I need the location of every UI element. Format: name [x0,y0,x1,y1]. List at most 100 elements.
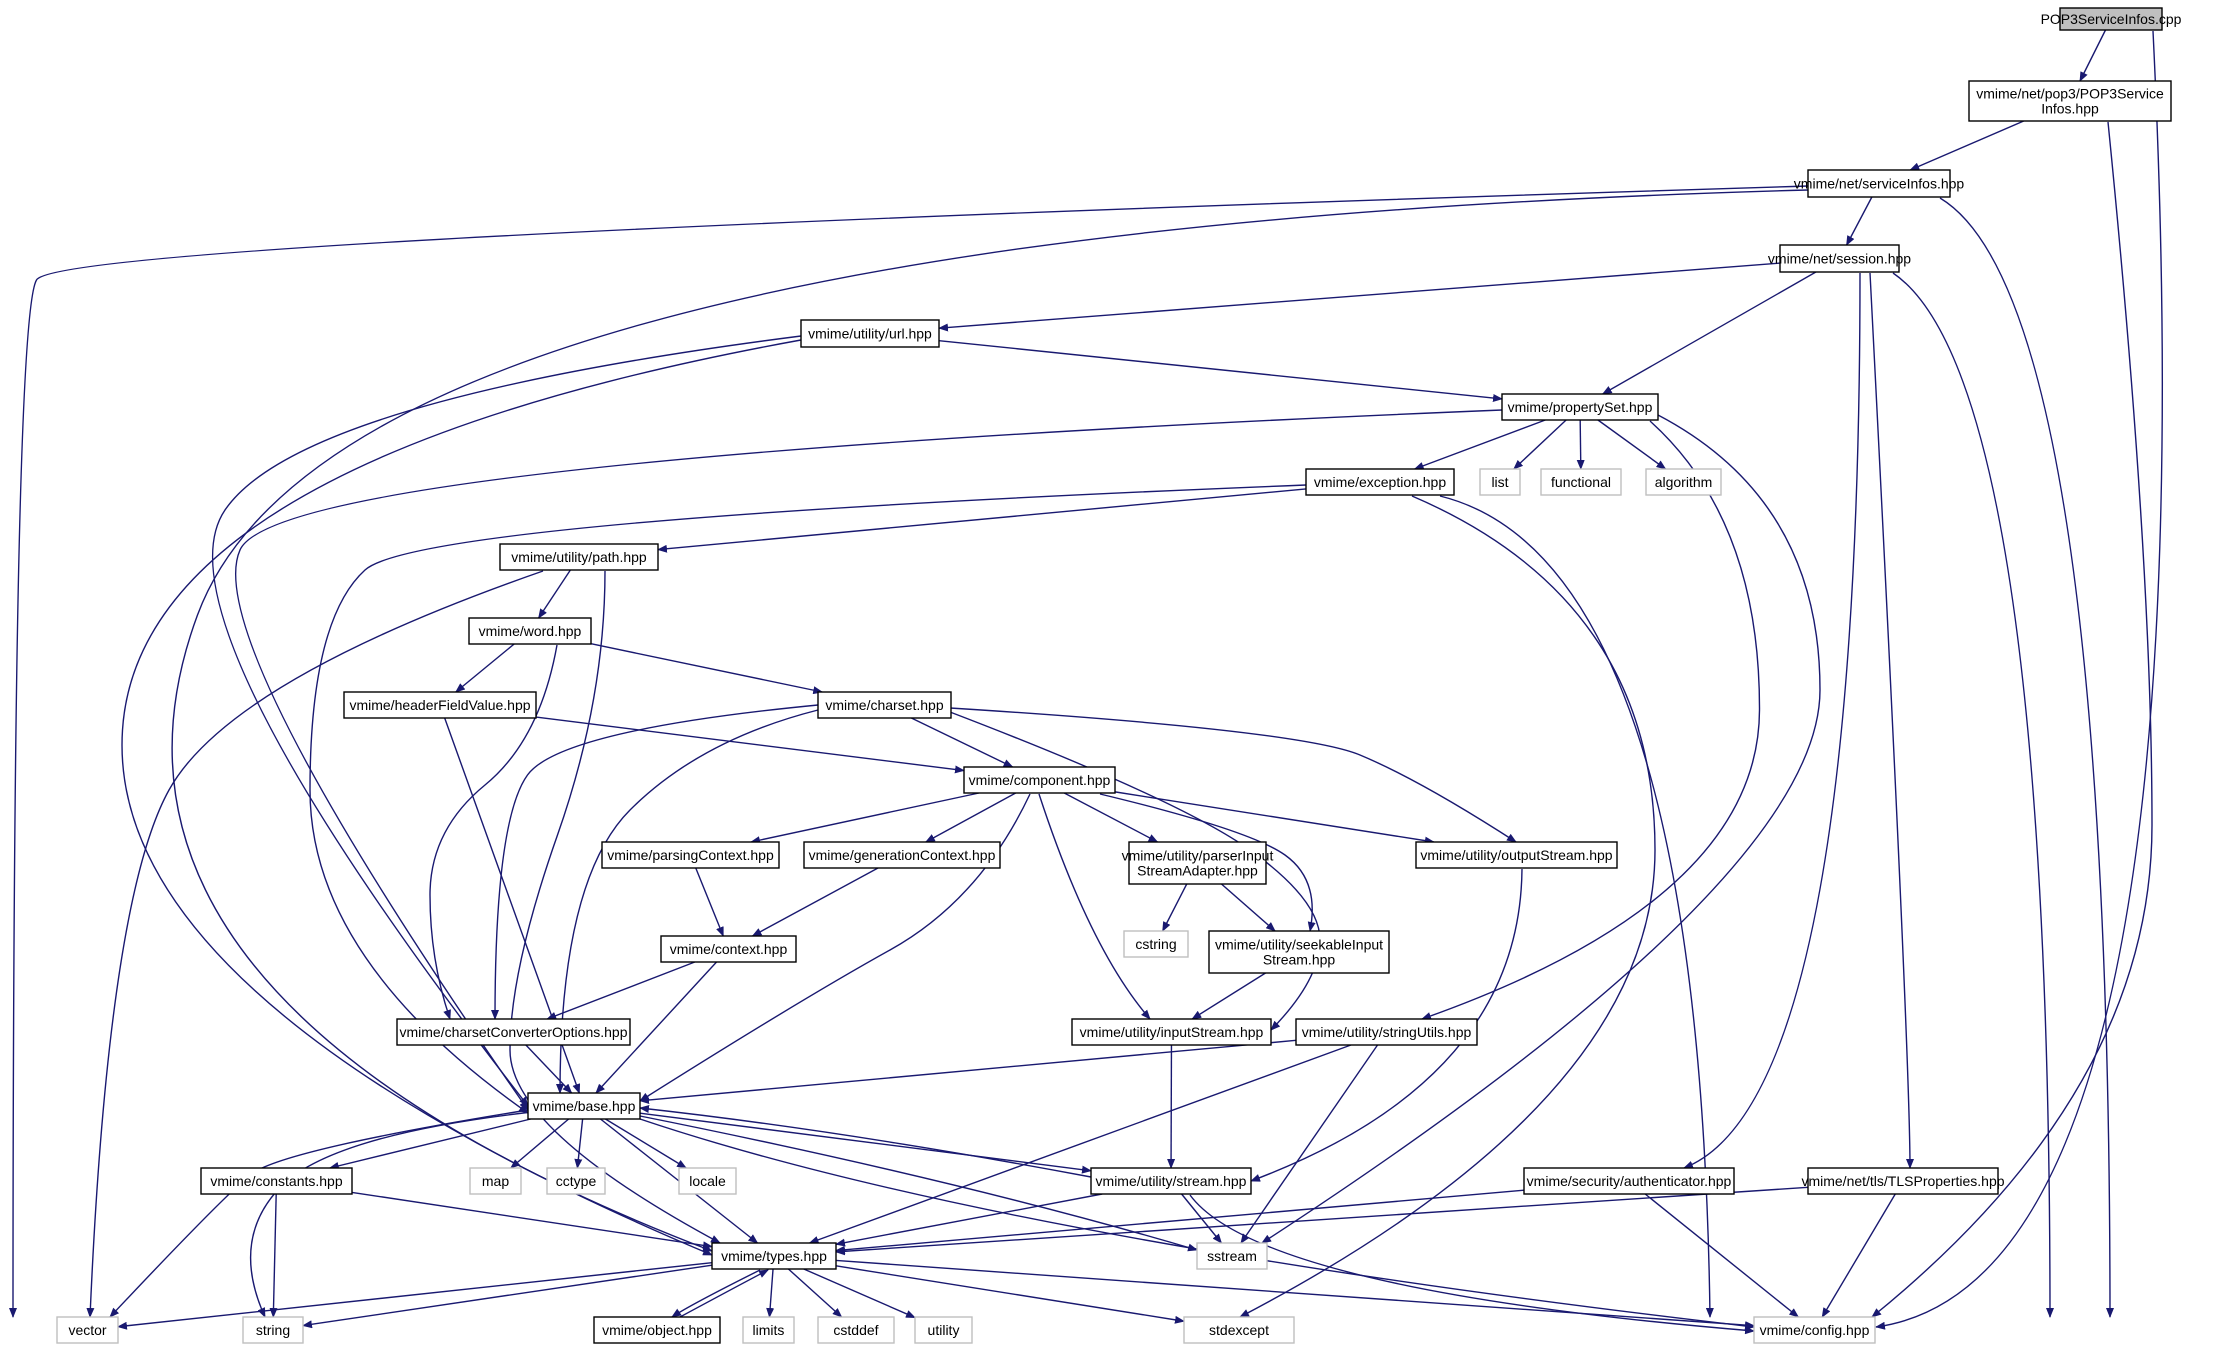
edge-component-to-outputStream [1114,791,1435,845]
node-box-seekable [1208,930,1390,974]
node-pop3si[interactable]: vmime/net/pop3/POP3ServiceInfos.hpp [1968,80,2172,122]
node-label-string: string [256,1322,290,1338]
edge-pop3si-to-serviceInfos [1909,120,2024,171]
node-label-constants: vmime/constants.hpp [210,1173,342,1189]
node-box-generationContext [803,841,1001,869]
node-parserInput[interactable]: vmime/utility/parserInputStreamAdapter.h… [1122,841,1274,885]
edge-seekable-to-inputStream [1191,972,1266,1020]
node-stream[interactable]: vmime/utility/stream.hpp [1090,1167,1252,1195]
node-serviceInfos[interactable]: vmime/net/serviceInfos.hpp [1794,169,1965,198]
edge-session-to-url [938,262,1781,332]
node-box-base [527,1092,641,1120]
node-label-locale: locale [689,1173,726,1189]
node-list: list [1479,468,1521,496]
node-box-sstream [1196,1242,1268,1270]
edge-url-to-base [212,335,802,1107]
node-propertySet[interactable]: vmime/propertySet.hpp [1501,393,1659,421]
node-label-utility: utility [928,1322,960,1338]
edge-charset-to-base [556,709,819,1094]
edge-component-to-parsingContext [750,792,980,845]
node-headerFieldValue[interactable]: vmime/headerFieldValue.hpp [343,691,537,719]
node-tls[interactable]: vmime/net/tls/TLSProperties.hpp [1801,1167,2005,1195]
node-box-stdexcept [1183,1316,1295,1344]
node-constants[interactable]: vmime/constants.hpp [200,1167,353,1195]
node-label-parsingContext: vmime/parsingContext.hpp [607,847,774,863]
edge-word-to-charsetConv [429,644,558,1020]
edge-types-to-limits [766,1268,775,1318]
edge-exception-to-stdexcept [1239,495,1656,1318]
edges-layer [9,29,2164,1335]
edge-serviceInfos-to-config [1939,197,2114,1318]
node-label-propertySet: vmime/propertySet.hpp [1508,399,1653,415]
edge-types-to-cstddef [787,1268,843,1318]
node-charset[interactable]: vmime/charset.hpp [817,691,952,719]
node-box-limits [742,1316,795,1344]
node-path[interactable]: vmime/utility/path.hpp [499,543,659,571]
node-session[interactable]: vmime/net/session.hpp [1768,244,1911,273]
node-box-component [963,766,1116,794]
node-label-inputStream: vmime/utility/inputStream.hpp [1080,1024,1264,1040]
node-outputStream[interactable]: vmime/utility/outputStream.hpp [1415,841,1618,869]
node-parsingContext[interactable]: vmime/parsingContext.hpp [601,841,780,869]
node-utility: utility [914,1316,973,1344]
node-cstddef: cstddef [817,1316,895,1344]
node-authenticator[interactable]: vmime/security/authenticator.hpp [1523,1167,1735,1195]
node-component[interactable]: vmime/component.hpp [963,766,1116,794]
edge-base-to-stream [639,1112,1092,1174]
edge-constants-to-types [351,1191,713,1250]
node-url[interactable]: vmime/utility/url.hpp [800,319,940,348]
edge-base-to-config [639,1118,1755,1330]
edge-root-to-config [1875,30,2164,1330]
node-box-exception [1305,468,1455,496]
node-box-utility [914,1316,973,1344]
edge-serviceInfos-to-session [1845,196,1873,246]
node-base[interactable]: vmime/base.hpp [527,1092,641,1120]
node-object[interactable]: vmime/object.hpp [593,1316,721,1344]
node-label-functional: functional [1551,474,1611,490]
node-box-list [1479,468,1521,496]
node-cctype: cctype [546,1167,606,1195]
edge-root-to-pop3si [2079,29,2107,82]
node-root[interactable]: POP3ServiceInfos.cpp [2041,7,2182,31]
node-generationContext[interactable]: vmime/generationContext.hpp [803,841,1001,869]
edge-types-to-stdexcept [835,1265,1185,1324]
node-exception[interactable]: vmime/exception.hpp [1305,468,1455,496]
node-stringUtils[interactable]: vmime/utility/stringUtils.hpp [1295,1018,1478,1046]
edge-propertySet-to-algorithm [1597,419,1667,470]
edge-propertySet-to-stringUtils [1421,420,1761,1020]
node-label-parserInput: vmime/utility/parserInput [1122,848,1274,864]
edge-exception-to-base [309,484,1307,1114]
edge-generationContext-to-context [751,867,879,937]
node-box-headerFieldValue [343,691,537,719]
node-label-outputStream: vmime/utility/outputStream.hpp [1420,847,1612,863]
node-box-propertySet [1501,393,1659,421]
node-label-component: vmime/component.hpp [969,772,1111,788]
node-box-parserInput [1128,841,1267,885]
edge-stringUtils-to-base [639,1039,1297,1104]
node-inputStream[interactable]: vmime/utility/inputStream.hpp [1071,1018,1272,1046]
edge-stream-to-types [835,1193,1103,1247]
node-word[interactable]: vmime/word.hpp [468,617,592,645]
edge-session-to-authenticator [1683,272,1861,1169]
node-box-algorithm [1645,468,1722,496]
node-box-stringUtils [1295,1018,1478,1046]
node-context[interactable]: vmime/context.hpp [660,935,797,963]
edge-outputStream-to-stream [1250,868,1523,1182]
node-label-root: POP3ServiceInfos.cpp [2041,11,2182,27]
node-algorithm: algorithm [1645,468,1722,496]
node-types[interactable]: vmime/types.hpp [711,1242,837,1270]
edge-base-to-map [510,1118,570,1169]
node-label-object: vmime/object.hpp [602,1322,712,1338]
node-label-vector: vector [68,1322,106,1338]
node-box-serviceInfos [1807,169,1951,198]
node-charsetConv[interactable]: vmime/charsetConverterOptions.hpp [396,1018,631,1046]
edge-session-to-config [1892,272,2054,1318]
node-label-algorithm: algorithm [1655,474,1713,490]
edge-parsingContext-to-context [695,867,724,937]
node-box-types [711,1242,837,1270]
node-label-word: vmime/word.hpp [479,623,582,639]
node-label-cstring: cstring [1135,936,1176,952]
edge-serviceInfos-to-types [171,189,1809,1252]
node-label-url: vmime/utility/url.hpp [808,326,932,342]
